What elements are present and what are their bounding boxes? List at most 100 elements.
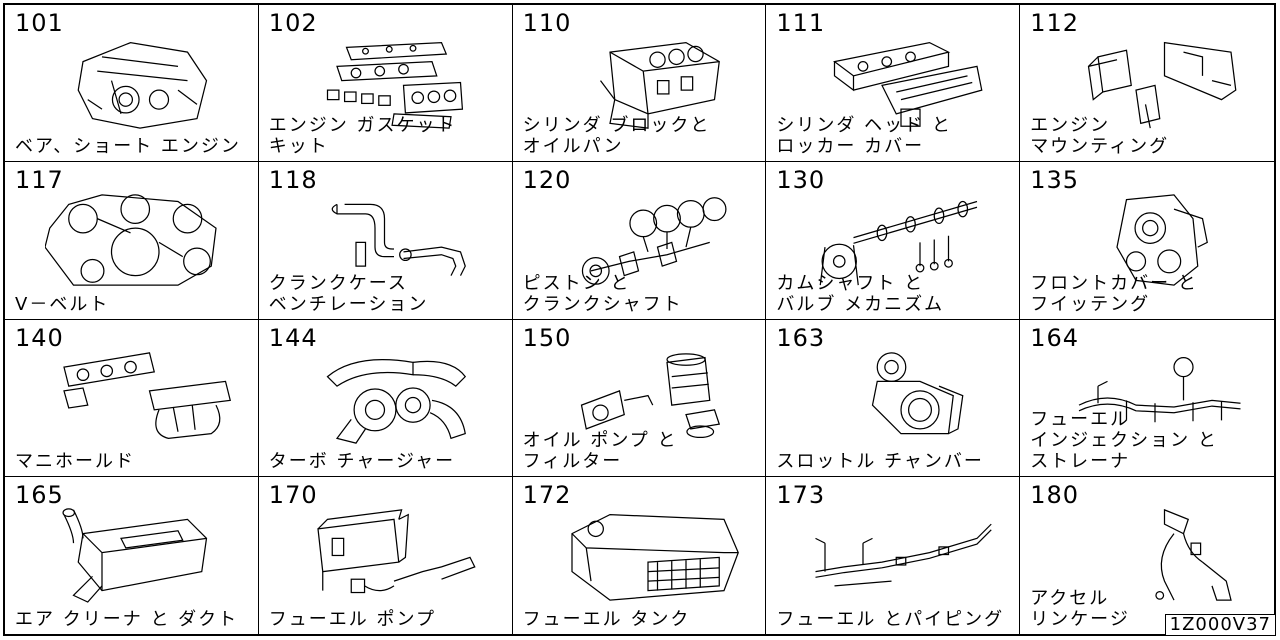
part-cell-110[interactable]: 110 シリンダ ブロックとオイルパン [512,5,767,163]
air-cleaner-icon [45,503,235,607]
part-cell-173[interactable]: 173 フューエル とパイピング [766,476,1021,634]
part-label: クランクケースベンチレーション [269,273,429,315]
part-label-line: クランクシャフト [522,293,683,315]
part-cell-172[interactable]: 172 フューエル タンク [513,476,767,634]
part-number: 120 [522,166,572,195]
part-label-line: V－ベルト [15,293,110,315]
part-label-line: フューエル [1030,408,1131,430]
fuel-injection-icon [1060,346,1250,450]
part-label: フューエルインジェクション とストレーナ [1030,409,1218,472]
part-label-line: フロントカバー と [1030,272,1198,294]
v-belt-icon [44,188,235,292]
part-number: 172 [522,480,572,509]
part-label-line: キット [268,136,329,158]
part-label: マニホールド [15,451,135,472]
part-cell-102[interactable]: 102 エンジン ガスケットキット [258,5,513,163]
part-cell-180[interactable]: 180 アクセルリンケージ [1020,477,1274,634]
part-number: 110 [522,9,572,37]
part-number: 140 [15,323,64,352]
part-label: シリンダ ブロックとオイルパン [523,115,711,157]
fuel-pump-icon [299,503,489,607]
part-label-line: バルブ メカニズム [776,293,945,315]
part-label: エア クリーナ と ダクト [15,609,238,630]
turbocharger-icon [299,346,489,450]
part-label: オイル ポンプ とフィルター [523,430,678,472]
camshaft-valve-icon [806,188,996,292]
part-number: 101 [15,9,64,37]
part-number: 117 [15,166,64,195]
part-label: フロントカバー とフイッテング [1030,273,1198,315]
part-number: 144 [268,323,318,352]
part-label-line: インジェクション と [1030,429,1218,451]
manifold-icon [45,346,235,450]
part-label-line: ピストン と [522,272,631,294]
part-label-line: フイッテング [1030,293,1151,315]
part-label: ベア、ショート エンジン [15,136,241,157]
part-label-line: ベア、ショート エンジン [15,136,241,158]
part-number: 180 [1030,480,1079,509]
part-label-line: シリンダ ヘッド と [776,115,952,137]
part-label: エンジン ガスケットキット [269,115,457,157]
part-cell-140[interactable]: 140 マニホールド [5,319,259,477]
part-label: エンジンマウンティング [1030,115,1169,157]
part-label-line: フューエル ポンプ [268,609,436,630]
fuel-tank-icon [553,503,743,607]
part-label-line: オイル ポンプ と [522,429,678,451]
part-label: シリンダ ヘッド とロッカー カバー [776,115,951,157]
diagram-code: 1Z000V37 [1164,614,1276,636]
parts-index-grid: 101 ベア、ショート エンジン 102 エンジン ガスケットキット 110 シリンダ ブ… [3,3,1276,636]
part-label-line: カムシャフト と [776,272,925,294]
part-label-line: エア クリーナ と ダクト [15,609,239,630]
part-cell-163[interactable]: 163 スロットル チャンバー [766,319,1021,477]
part-cell-150[interactable]: 150 オイル ポンプ とフィルター [512,319,767,477]
part-cell-111[interactable]: 111 シリンダ ヘッド とロッカー カバー [766,5,1021,163]
part-number: 170 [268,480,318,509]
part-cell-118[interactable]: 118 クランクケースベンチレーション [258,162,513,320]
part-number: 130 [776,166,826,195]
part-cell-170[interactable]: 170 フューエル ポンプ [259,476,513,634]
part-number: 163 [776,323,826,352]
part-label-line: フューエル タンク [522,609,691,630]
part-label: ターボ チャージャー [269,451,455,472]
part-number: 165 [15,480,64,509]
engine-mount-icon [1060,31,1250,135]
part-cell-165[interactable]: 165 エア クリーナ と ダクト [5,476,259,634]
part-label-line: オイルパン [522,136,624,158]
part-label-line: マニホールド [15,450,135,472]
part-number: 102 [268,9,318,37]
part-label-line: マウンティング [1030,136,1170,158]
part-cell-135[interactable]: 135 フロントカバー とフイッテング [1020,162,1274,320]
part-label: アクセルリンケージ [1030,588,1130,630]
part-label: フューエル タンク [523,609,691,630]
part-cell-120[interactable]: 120 ピストン とクランクシャフト [512,162,767,320]
part-cell-144[interactable]: 144 ターボ チャージャー [258,319,513,477]
part-number: 118 [268,166,318,195]
part-label: フューエル ポンプ [269,609,436,630]
part-number: 111 [776,9,826,37]
part-label-line: シリンダ ブロックと [522,115,711,137]
part-label-line: ストレーナ [1030,450,1131,472]
part-number: 150 [522,323,572,352]
part-label-line: ベンチレーション [268,293,429,315]
throttle-chamber-icon [806,346,996,450]
part-label-line: ターボ チャージャー [268,450,456,472]
part-label-line: クランクケース [268,272,408,294]
part-label-line: フィルター [522,450,623,472]
cylinder-head-icon [806,31,996,135]
part-label-line: アクセル [1030,588,1110,609]
part-label-line: フューエル とパイピング [776,609,1005,630]
part-cell-101[interactable]: 101 ベア、ショート エンジン [5,5,259,163]
gasket-kit-icon [299,31,489,135]
part-label-line: スロットル チャンバー [776,450,984,472]
part-number: 135 [1030,166,1079,195]
oil-pump-filter-icon [553,346,743,450]
part-label-line: エンジン ガスケット [268,115,457,137]
part-label-line: リンケージ [1030,609,1130,630]
part-number: 173 [776,480,826,509]
ventilation-hose-icon [299,188,489,292]
part-cell-130[interactable]: 130 カムシャフト とバルブ メカニズム [766,162,1021,320]
part-label: スロットル チャンバー [776,451,984,472]
